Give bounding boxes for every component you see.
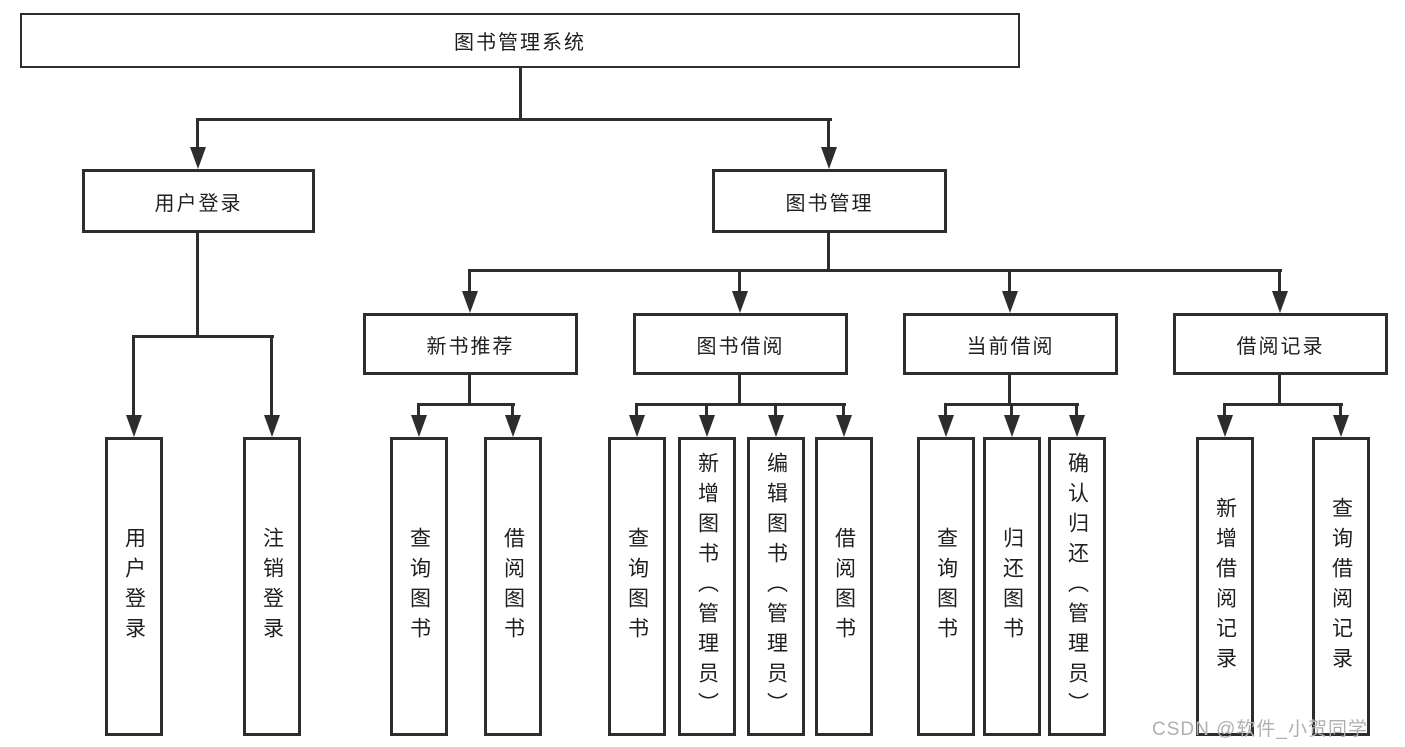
node-new-book-recommend-label: 新书推荐 <box>426 335 515 358</box>
csdn-watermark: CSDN @软件_小贺同学 <box>1152 719 1368 740</box>
connector-book-mgmt-stem <box>827 233 830 272</box>
arrowhead-bb-leaf1-icon <box>629 415 645 437</box>
arrowhead-bb-leaf3-icon <box>768 415 784 437</box>
leaf-confirm-return-admin: 确认归还（管理员） <box>1048 437 1106 736</box>
leaf-confirm-return-admin-label: 确认归还（管理员） <box>1065 451 1089 722</box>
leaf-add-borrow-record-label: 新增借阅记录 <box>1213 496 1237 677</box>
connector-to-book-mgmt <box>827 118 830 150</box>
connector-root-stem <box>519 68 522 121</box>
arrowhead-nb-leaf2-icon <box>505 415 521 437</box>
connector-book-mgmt-crossbar <box>468 269 1282 272</box>
leaf-return-books: 归还图书 <box>983 437 1041 736</box>
connector-br-leaf1 <box>1223 403 1226 417</box>
leaf-add-borrow-record: 新增借阅记录 <box>1196 437 1254 736</box>
arrowhead-book-borrow-icon <box>732 291 748 313</box>
connector-to-leaf-login <box>132 335 135 418</box>
connector-to-user-login <box>196 118 199 150</box>
node-borrow-records-label: 借阅记录 <box>1236 335 1325 358</box>
connector-bb-leaf4 <box>842 403 845 417</box>
connector-to-new-book <box>468 269 471 293</box>
leaf-borrow-books-recommend-label: 借阅图书 <box>501 526 525 647</box>
arrowhead-cb-leaf3-icon <box>1069 415 1085 437</box>
connector-bb-leaf2 <box>705 403 708 417</box>
leaf-query-books-borrow: 查询图书 <box>608 437 666 736</box>
leaf-query-books-current: 查询图书 <box>917 437 975 736</box>
connector-br-leaf2 <box>1339 403 1342 417</box>
leaf-query-books-recommend-label: 查询图书 <box>407 526 431 647</box>
leaf-query-books-current-label: 查询图书 <box>934 526 958 647</box>
leaf-user-login: 用户登录 <box>105 437 163 736</box>
connector-user-login-stem <box>196 233 199 338</box>
leaf-borrow-books-recommend: 借阅图书 <box>484 437 542 736</box>
connector-to-borrow-records <box>1278 269 1281 293</box>
node-new-book-recommend: 新书推荐 <box>363 313 578 375</box>
leaf-return-books-label: 归还图书 <box>1000 526 1024 647</box>
arrowhead-bb-leaf4-icon <box>836 415 852 437</box>
node-book-borrow: 图书借阅 <box>633 313 848 375</box>
arrowhead-cb-leaf1-icon <box>938 415 954 437</box>
connector-bb-leaf3 <box>774 403 777 417</box>
node-library-system: 图书管理系统 <box>20 13 1020 68</box>
node-user-login-label: 用户登录 <box>154 192 243 215</box>
arrowhead-bb-leaf2-icon <box>699 415 715 437</box>
leaf-edit-book-admin: 编辑图书（管理员） <box>747 437 805 736</box>
leaf-query-books-borrow-label: 查询图书 <box>625 526 649 647</box>
connector-bb-leaf1 <box>635 403 638 417</box>
node-book-borrow-label: 图书借阅 <box>696 335 785 358</box>
leaf-query-borrow-record-label: 查询借阅记录 <box>1329 496 1353 677</box>
connector-nb-leaf1 <box>417 403 420 417</box>
leaf-query-borrow-record: 查询借阅记录 <box>1312 437 1370 736</box>
connector-new-book-crossbar <box>417 403 515 406</box>
node-user-login: 用户登录 <box>82 169 315 233</box>
connector-book-borrow-crossbar <box>635 403 846 406</box>
node-book-management: 图书管理 <box>712 169 947 233</box>
connector-book-borrow-stem <box>738 375 741 406</box>
leaf-add-book-admin-label: 新增图书（管理员） <box>695 451 719 722</box>
connector-to-book-borrow <box>738 269 741 293</box>
node-borrow-records: 借阅记录 <box>1173 313 1388 375</box>
leaf-logout: 注销登录 <box>243 437 301 736</box>
leaf-borrow-books-label: 借阅图书 <box>832 526 856 647</box>
connector-cb-leaf3 <box>1075 403 1078 417</box>
leaf-borrow-books: 借阅图书 <box>815 437 873 736</box>
arrowhead-user-login-icon <box>190 147 206 169</box>
connector-to-current-borrow <box>1008 269 1011 293</box>
connector-cb-leaf1 <box>944 403 947 417</box>
connector-user-login-crossbar <box>132 335 274 338</box>
leaf-user-login-label: 用户登录 <box>122 526 146 647</box>
arrowhead-current-borrow-icon <box>1002 291 1018 313</box>
connector-to-leaf-logout <box>270 335 273 418</box>
leaf-add-book-admin: 新增图书（管理员） <box>678 437 736 736</box>
arrowhead-leaf-login-icon <box>126 415 142 437</box>
connector-root-crossbar <box>197 118 832 121</box>
arrowhead-new-book-icon <box>462 291 478 313</box>
node-current-borrow: 当前借阅 <box>903 313 1118 375</box>
node-current-borrow-label: 当前借阅 <box>966 335 1055 358</box>
arrowhead-leaf-logout-icon <box>264 415 280 437</box>
connector-borrow-records-crossbar <box>1223 403 1343 406</box>
arrowhead-nb-leaf1-icon <box>411 415 427 437</box>
arrowhead-borrow-records-icon <box>1272 291 1288 313</box>
connector-nb-leaf2 <box>511 403 514 417</box>
connector-borrow-records-stem <box>1278 375 1281 406</box>
arrowhead-br-leaf2-icon <box>1333 415 1349 437</box>
leaf-query-books-recommend: 查询图书 <box>390 437 448 736</box>
arrowhead-cb-leaf2-icon <box>1004 415 1020 437</box>
node-book-management-label: 图书管理 <box>785 192 874 215</box>
arrowhead-book-mgmt-icon <box>821 147 837 169</box>
connector-cb-leaf2 <box>1010 403 1013 417</box>
leaf-logout-label: 注销登录 <box>260 526 284 647</box>
arrowhead-br-leaf1-icon <box>1217 415 1233 437</box>
connector-current-borrow-stem <box>1008 375 1011 406</box>
leaf-edit-book-admin-label: 编辑图书（管理员） <box>764 451 788 722</box>
connector-new-book-stem <box>468 375 471 406</box>
node-library-system-label: 图书管理系统 <box>454 32 586 54</box>
